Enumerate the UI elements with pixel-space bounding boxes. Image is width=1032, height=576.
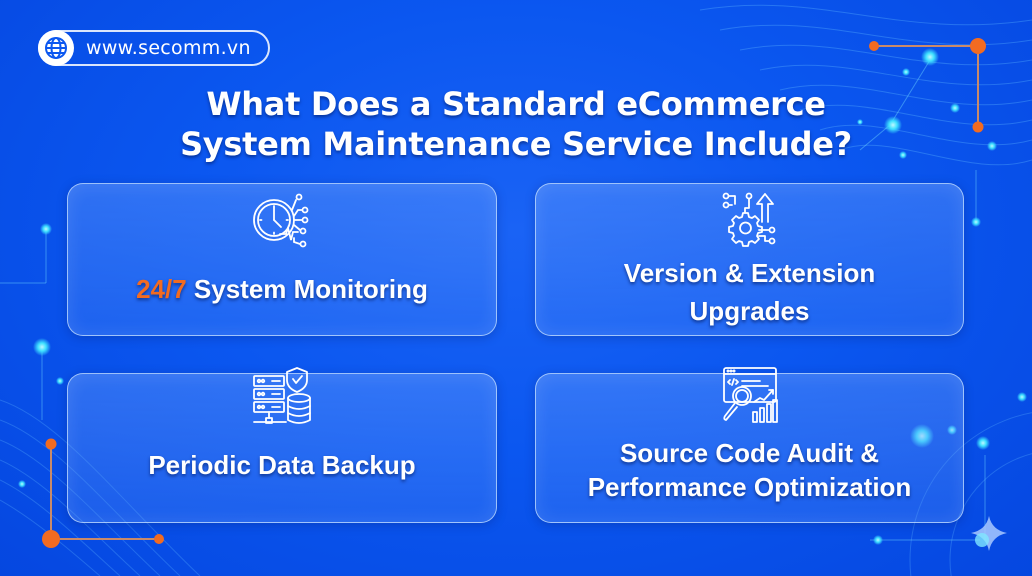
title-line-2: System Maintenance Service Include? [180, 125, 852, 163]
code-audit-chart-icon [720, 366, 780, 430]
card-label: Periodic Data Backup [148, 450, 416, 480]
page-title: What Does a Standard eCommerce System Ma… [0, 84, 1032, 164]
card-label: 24/7 System Monitoring [136, 274, 428, 304]
card-source-code-audit: Source Code Audit & Performance Optimiza… [535, 367, 964, 523]
card-label: Version & Extension Upgrades [623, 258, 876, 326]
gear-upgrade-icon [721, 192, 779, 254]
card-version-extension-upgrades: Version & Extension Upgrades [535, 183, 964, 336]
globe-icon [38, 30, 74, 66]
card-system-monitoring: 24/7 System Monitoring [67, 183, 497, 336]
website-url: www.secomm.vn [86, 37, 251, 59]
label-accent-24-7: 24/7 [136, 274, 187, 304]
server-backup-icon [252, 366, 312, 430]
title-line-1: What Does a Standard eCommerce [206, 85, 826, 123]
card-periodic-data-backup: Periodic Data Backup [67, 367, 497, 523]
clock-monitoring-icon [250, 192, 314, 256]
website-url-badge[interactable]: www.secomm.vn [38, 30, 270, 66]
card-label: Source Code Audit & Performance Optimiza… [587, 438, 912, 502]
